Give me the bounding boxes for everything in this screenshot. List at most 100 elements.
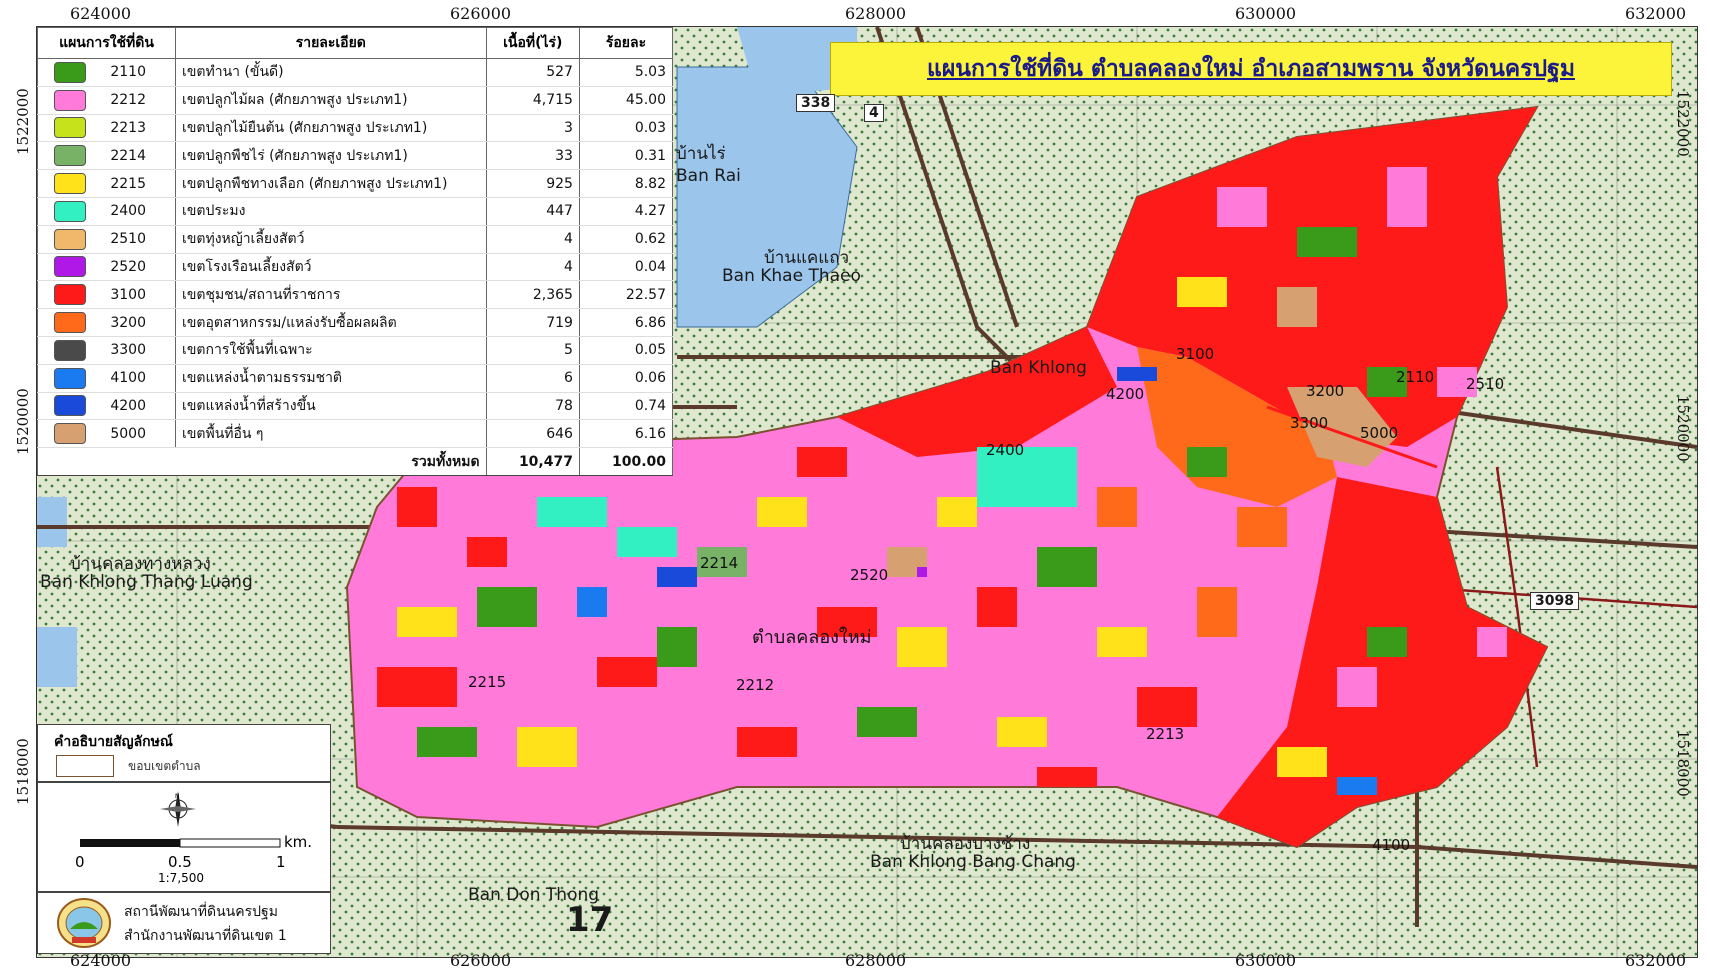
legend-code: 2510: [110, 231, 146, 248]
legend-swatch-cell: 4200: [36, 392, 177, 421]
legend-desc: เขตแหล่งน้ำตามธรรมชาติ: [175, 364, 487, 393]
svg-text:N: N: [175, 793, 180, 800]
legend-area: 4,715: [485, 86, 580, 115]
legend-desc: เขตการใช้พื้นที่เฉพาะ: [175, 336, 487, 365]
legend-row: 2214 เขตปลูกพืชไร่ (ศักยภาพสูง ประเภท1)33…: [36, 141, 674, 171]
legend-code: 2214: [110, 147, 146, 164]
coord-left-1: 1522000: [14, 88, 32, 155]
legend-area: 4: [485, 253, 580, 282]
coord-top-4: 630000: [1235, 4, 1297, 23]
coord-bottom-1: 624000: [70, 951, 132, 970]
legend-swatch-cell: 4100: [36, 364, 177, 393]
route-4: 4: [864, 104, 884, 122]
legend-pct: 0.62: [578, 225, 674, 254]
scale-box: N 0 0.5 1 km. 1:7,500: [37, 782, 331, 892]
legend-code: 4200: [110, 397, 146, 414]
legend-total-pct: 100.00: [578, 447, 674, 476]
legend-swatch-cell: 2215: [36, 169, 177, 198]
place-label-ban-khae-thaeo-en: Ban Khae Thaeo: [722, 266, 861, 286]
legend-pct: 4.27: [578, 197, 674, 226]
legend-pct: 0.06: [578, 364, 674, 393]
coord-top-5: 632000: [1625, 4, 1687, 23]
place-label-ban-rai-th: บ้านไร่: [676, 144, 726, 164]
coord-left-3: 1518000: [14, 738, 32, 805]
legend-area: 33: [485, 141, 580, 171]
legend-color-swatch: [54, 284, 86, 306]
legend-swatch-cell: 2212: [36, 86, 177, 115]
legend-desc: เขตทำนา (ขั้นดี): [175, 58, 487, 87]
legend-code: 5000: [110, 425, 146, 442]
coord-top-1: 624000: [70, 4, 132, 23]
legend-header-code: แผนการใช้ที่ดิน: [36, 27, 177, 59]
legend-swatch-cell: 2110: [36, 58, 177, 87]
agency-name-line2: สำนักงานพัฒนาที่ดินเขต 1: [124, 928, 287, 944]
scale-bar: [80, 838, 281, 848]
legend-desc: เขตชุมชน/สถานที่ราชการ: [175, 280, 487, 310]
zone-label-2213: 2213: [1146, 725, 1185, 743]
legend-pct: 0.03: [578, 114, 674, 143]
legend-color-swatch: [54, 256, 86, 278]
route-3098: 3098: [1530, 592, 1579, 610]
route-338: 338: [796, 94, 836, 112]
legend-pct: 6.86: [578, 308, 674, 337]
zone-label-2400: 2400: [986, 441, 1025, 459]
coord-bottom-5: 632000: [1625, 951, 1687, 970]
zone-5000-area: [1287, 387, 1397, 467]
legend-color-swatch: [54, 395, 86, 417]
zone-label-2110: 2110: [1396, 368, 1435, 386]
legend-desc: เขตประมง: [175, 197, 487, 226]
zone-3100-mid: [837, 327, 1117, 457]
legend-area: 646: [485, 419, 580, 449]
place-label-ban-khae-thaeo-th: บ้านแคแถว: [764, 248, 850, 268]
landuse-patches: [377, 167, 1507, 795]
coord-top-2: 626000: [450, 4, 512, 23]
legend-code: 4100: [110, 370, 146, 387]
coord-bottom-4: 630000: [1235, 951, 1297, 970]
legend-total-area: 10,477: [485, 447, 580, 476]
legend-desc: เขตปลูกพืชทางเลือก (ศักยภาพสูง ประเภท1): [175, 169, 487, 198]
zone-label-2215: 2215: [468, 673, 507, 691]
legend-code: 3300: [110, 342, 146, 359]
legend-area: 5: [485, 336, 580, 365]
legend-area: 6: [485, 364, 580, 393]
map-title-box: แผนการใช้ที่ดิน ตำบลคลองใหม่ อำเภอสามพรา…: [830, 42, 1672, 96]
legend-color-swatch: [54, 117, 86, 139]
legend-desc: เขตแหล่งน้ำที่สร้างขึ้น: [175, 392, 487, 421]
legend-header-desc: รายละเอียด: [175, 27, 487, 59]
zone-label-3100: 3100: [1176, 345, 1215, 363]
legend-desc: เขตพื้นที่อื่น ๆ: [175, 419, 487, 449]
legend-desc: เขตปลูกพืชไร่ (ศักยภาพสูง ประเภท1): [175, 141, 487, 171]
boundary-symbol-label: ขอบเขตตำบล: [128, 759, 201, 773]
place-label-khlong-thang-luang-en: Ban Khlong Thang Luang: [40, 572, 253, 592]
district-label: ตำบลคลองใหม่: [752, 627, 872, 648]
scale-unit: km.: [284, 833, 313, 851]
legend-swatch-cell: 3200: [36, 308, 177, 337]
legend-pct: 22.57: [578, 280, 674, 310]
legend-pct: 5.03: [578, 58, 674, 87]
zone-label-3200: 3200: [1306, 382, 1345, 400]
legend-header-area: เนื้อที่(ไร่): [485, 27, 580, 59]
coord-bottom-2: 626000: [450, 951, 512, 970]
place-label-khlong-bang-chang-th: บ้านคลองบางช้าง: [900, 834, 1031, 854]
legend-color-swatch: [54, 228, 86, 250]
scale-tick-1: 1: [276, 853, 286, 871]
legend-swatch-cell: 5000: [36, 419, 177, 449]
legend-color-swatch: [54, 145, 86, 167]
zone-label-4100: 4100: [1372, 836, 1411, 854]
symbol-legend-title: คำอธิบายสัญลักษณ์: [54, 734, 173, 750]
legend-area: 447: [485, 197, 580, 226]
agency-seal-icon: [57, 898, 111, 948]
legend-area: 4: [485, 225, 580, 254]
legend-code: 2400: [110, 203, 146, 220]
legend-color-swatch: [54, 173, 86, 195]
legend-header-pct: ร้อยละ: [578, 27, 674, 59]
zone-label-5000: 5000: [1360, 424, 1399, 442]
zone-label-2212: 2212: [736, 676, 775, 694]
